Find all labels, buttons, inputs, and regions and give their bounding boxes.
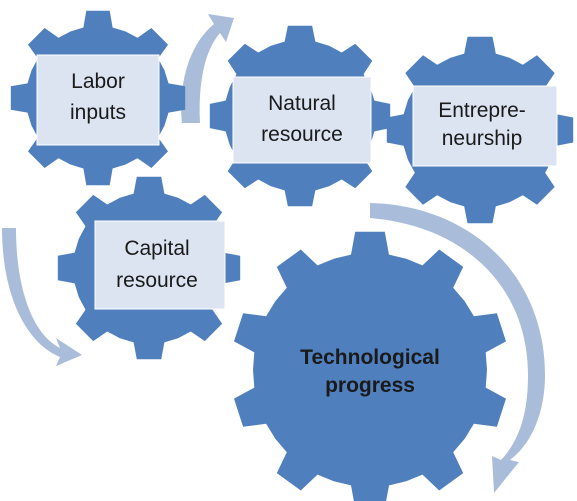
- gear-natural: Natural resource: [209, 25, 391, 207]
- capital-label-line2: resource: [116, 269, 198, 292]
- technological-label-line2: progress: [325, 374, 415, 397]
- gear-capital: Capital resource: [57, 176, 241, 360]
- natural-label-line1: Natural: [268, 92, 336, 115]
- gear-labor-box: [36, 54, 160, 146]
- gear-capital-box: [94, 220, 226, 310]
- capital-label-line1: Capital: [124, 237, 189, 260]
- natural-label-line2: resource: [261, 123, 343, 146]
- gear-technological-shape: [234, 231, 506, 501]
- entrepreneurship-label-line2: neurship: [442, 127, 523, 150]
- gear-technological: Technological progress: [234, 231, 506, 501]
- gear-entrepreneurship-box: [412, 85, 558, 167]
- labor-label-line2: inputs: [70, 101, 126, 124]
- entrepreneurship-label-line1: Entrepre-: [438, 99, 526, 122]
- gear-natural-box: [232, 76, 372, 164]
- gear-entrepreneurship: Entrepre- neurship: [386, 36, 574, 224]
- technological-label-line1: Technological: [300, 346, 440, 369]
- labor-label-line1: Labor: [71, 70, 125, 93]
- gear-labor: Labor inputs: [10, 10, 186, 186]
- arrow-technological-loop: [370, 203, 545, 493]
- arrow-labor-to-natural: [181, 14, 234, 123]
- arrow-capital-loop: [2, 228, 82, 366]
